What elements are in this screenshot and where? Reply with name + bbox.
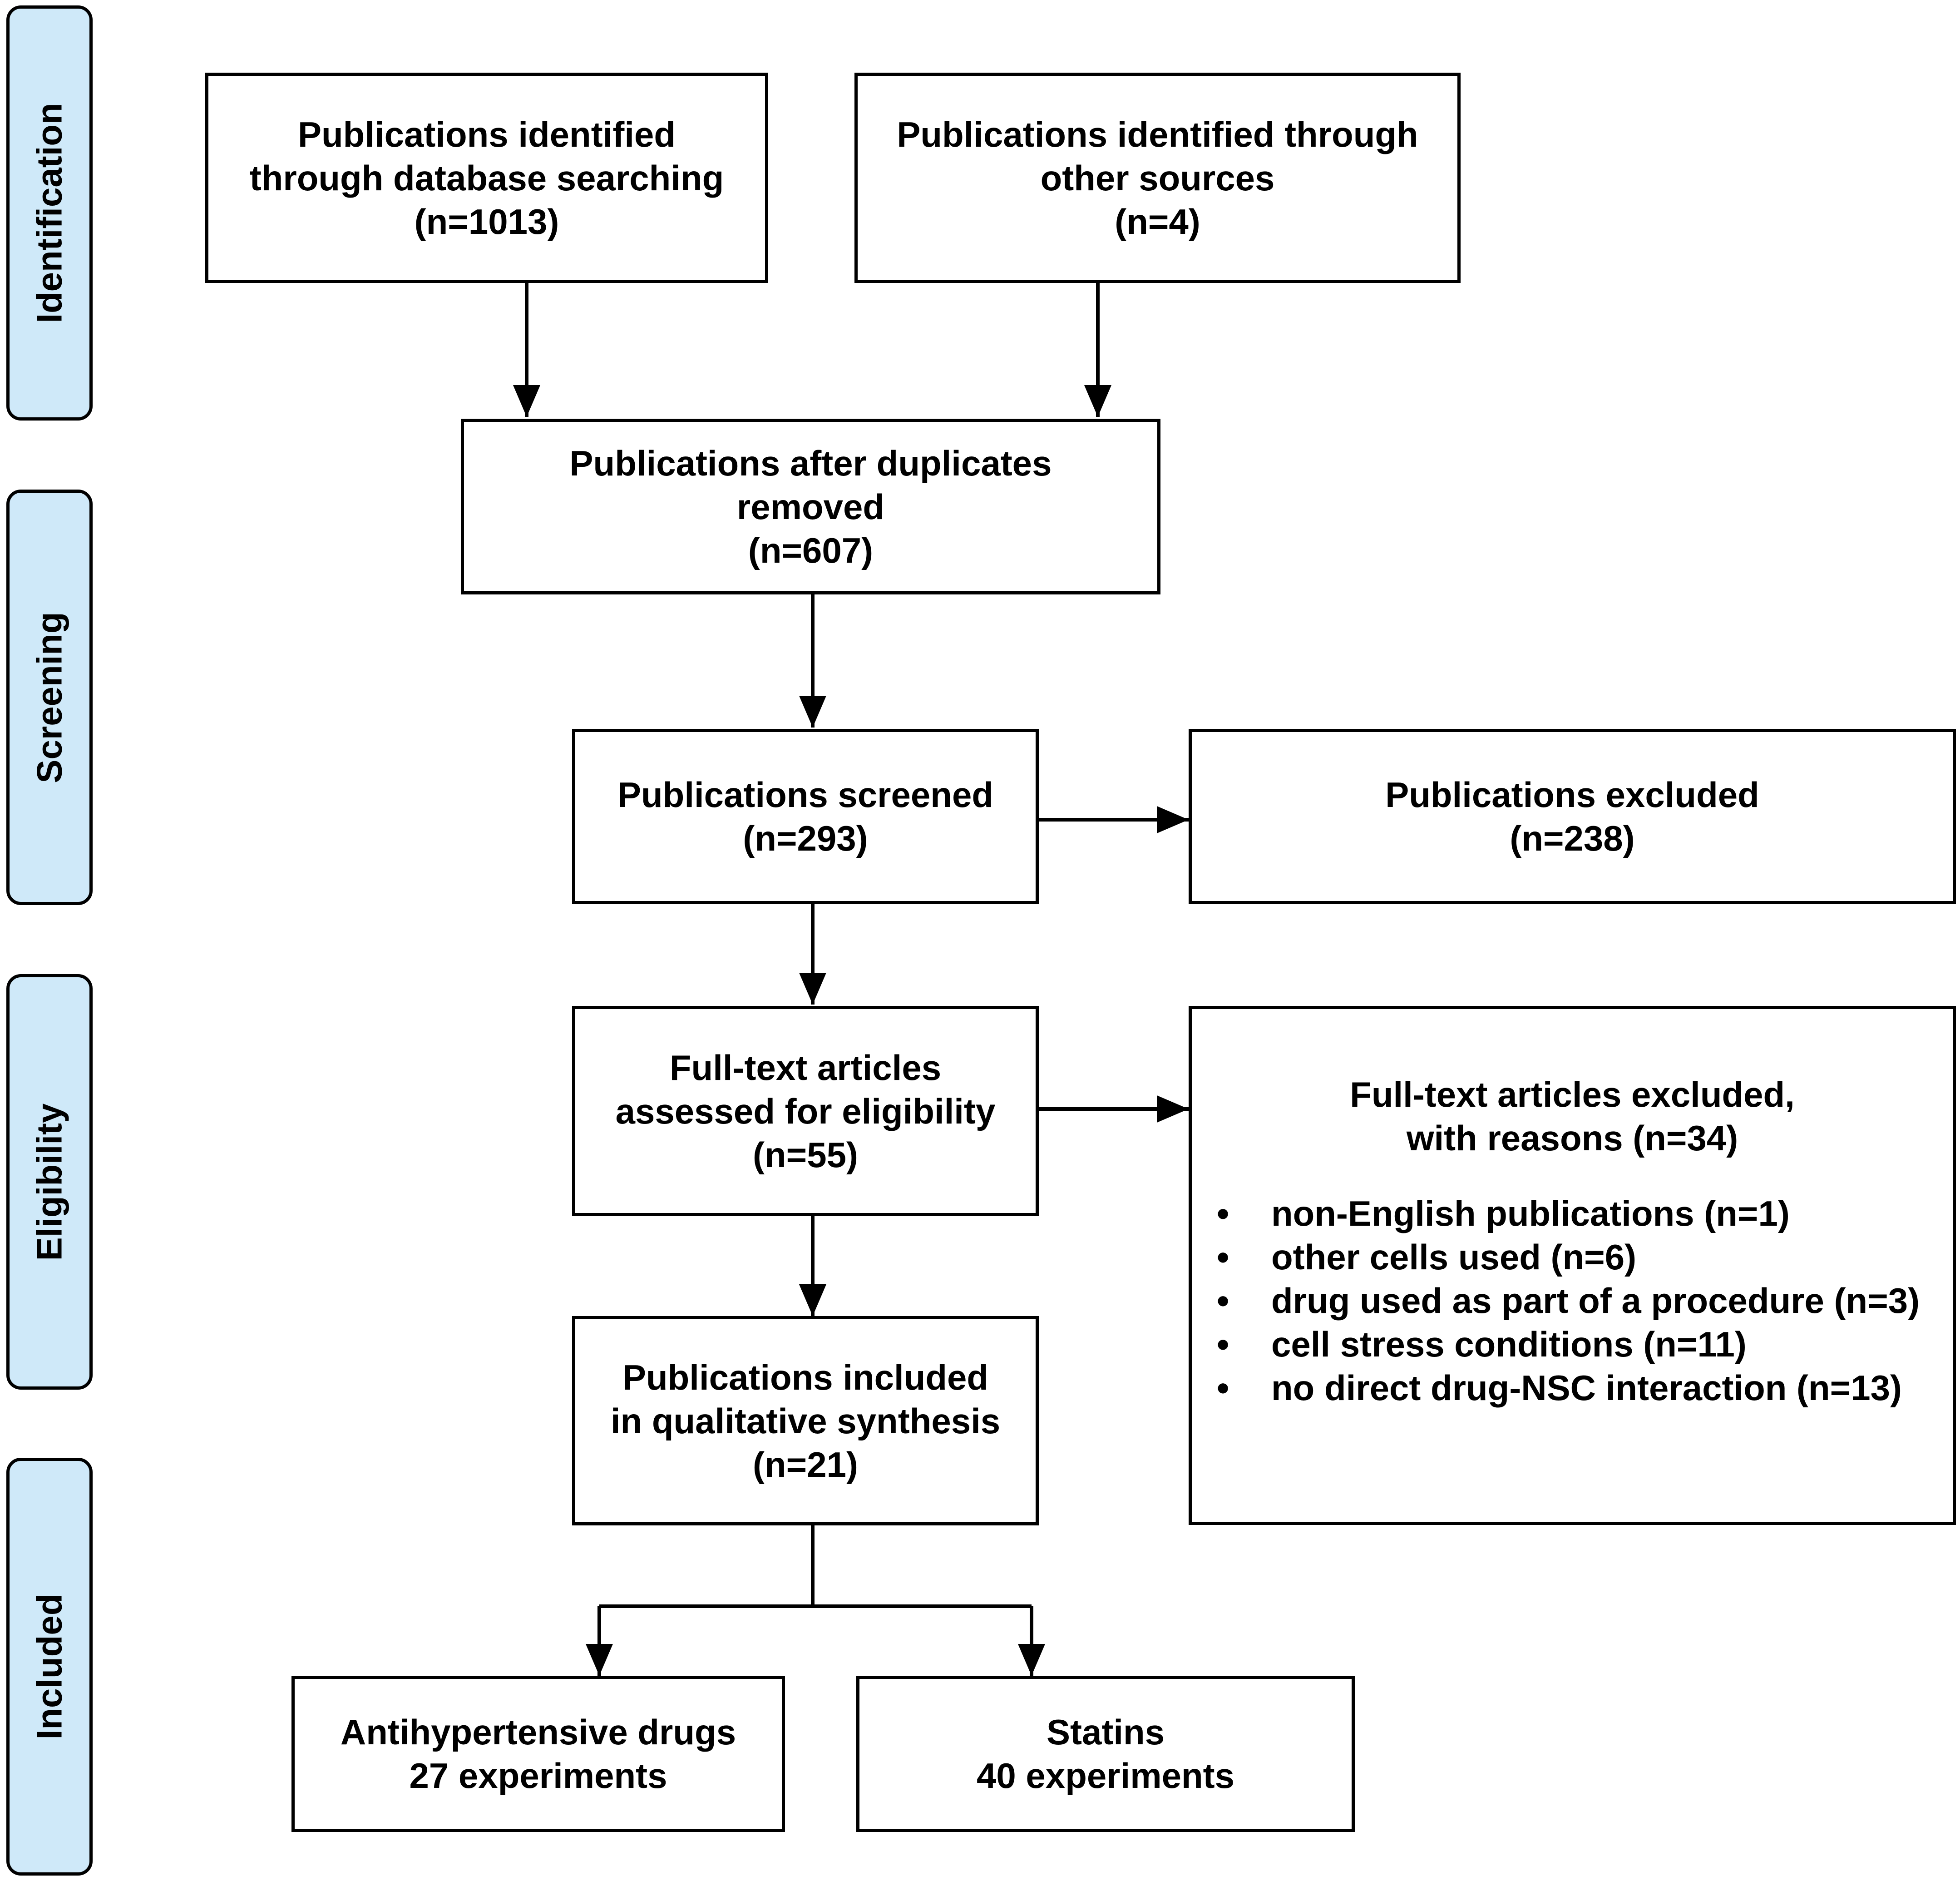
box-full-text-excluded: Full-text articles excluded, with reason… xyxy=(1189,1006,1956,1525)
phase-label-identification: Identification xyxy=(29,103,69,323)
box-statins: Statins 40 experiments xyxy=(856,1676,1355,1832)
box-full-text-assessed: Full-text articles assessed for eligibil… xyxy=(572,1006,1039,1216)
phase-label-screening: Screening xyxy=(29,611,69,783)
box-after-duplicates: Publications after duplicates removed (n… xyxy=(461,419,1160,594)
box-excluded-count: (n=238) xyxy=(1510,818,1635,858)
box-included-synthesis: Publications included in qualitative syn… xyxy=(572,1316,1039,1525)
box-database-search-count: (n=1013) xyxy=(414,201,559,242)
box-statins-line2: 40 experiments xyxy=(977,1756,1234,1796)
phase-included: Included xyxy=(6,1458,93,1876)
phase-identification: Identification xyxy=(6,5,93,421)
connector-included-split xyxy=(599,1525,1032,1608)
box-antihypertensive-line2: 27 experiments xyxy=(409,1756,667,1796)
box-excluded-line1: Publications excluded xyxy=(1385,775,1759,815)
box-included-synthesis-count: (n=21) xyxy=(753,1444,858,1485)
box-full-text-assessed-line2: assessed for eligibility xyxy=(615,1091,996,1131)
bullet-icon: • xyxy=(1217,1281,1229,1321)
box-other-sources-count: (n=4) xyxy=(1115,201,1200,242)
bullet-icon: • xyxy=(1217,1324,1229,1364)
box-after-duplicates-count: (n=607) xyxy=(748,530,874,570)
phase-label-eligibility: Eligibility xyxy=(29,1103,69,1261)
exclusion-reason: • cell stress conditions (n=11) xyxy=(1192,1322,1953,1366)
box-full-text-excluded-line2: with reasons (n=34) xyxy=(1406,1118,1738,1158)
box-after-duplicates-line1: Publications after duplicates xyxy=(569,443,1052,483)
exclusion-reason-text: other cells used (n=6) xyxy=(1271,1237,1637,1277)
bullet-icon: • xyxy=(1217,1193,1229,1233)
box-screened-line1: Publications screened xyxy=(617,775,993,815)
box-full-text-assessed-line1: Full-text articles xyxy=(669,1047,942,1088)
exclusion-reasons-list: • non-English publications (n=1) • other c… xyxy=(1192,1192,1953,1410)
bullet-icon: • xyxy=(1217,1237,1229,1277)
exclusion-reason: • non-English publications (n=1) xyxy=(1192,1192,1953,1235)
phase-label-included: Included xyxy=(29,1594,69,1740)
exclusion-reason-text: non-English publications (n=1) xyxy=(1271,1193,1790,1233)
box-antihypertensive-line1: Antihypertensive drugs xyxy=(340,1712,736,1752)
exclusion-reason: • no direct drug-NSC interaction (n=13) xyxy=(1192,1366,1953,1410)
box-included-synthesis-line2: in qualitative synthesis xyxy=(610,1401,1001,1441)
exclusion-reason-text: cell stress conditions (n=11) xyxy=(1271,1324,1747,1364)
box-full-text-assessed-count: (n=55) xyxy=(753,1134,858,1175)
exclusion-reason-text: drug used as part of a procedure (n=3) xyxy=(1271,1281,1920,1321)
box-other-sources-line1: Publications identified through xyxy=(897,114,1418,154)
box-antihypertensive-drugs: Antihypertensive drugs 27 experiments xyxy=(291,1676,785,1832)
box-database-search-line2: through database searching xyxy=(249,158,724,198)
box-full-text-excluded-line1: Full-text articles excluded, xyxy=(1350,1074,1795,1114)
box-screened: Publications screened (n=293) xyxy=(572,729,1039,904)
box-other-sources-line2: other sources xyxy=(1040,158,1275,198)
box-other-sources: Publications identified through other so… xyxy=(854,73,1461,283)
box-database-search-line1: Publications identified xyxy=(297,114,676,154)
box-statins-line1: Statins xyxy=(1046,1712,1165,1752)
exclusion-reason-text: no direct drug-NSC interaction (n=13) xyxy=(1271,1368,1902,1408)
exclusion-reason: • other cells used (n=6) xyxy=(1192,1235,1953,1279)
phase-screening: Screening xyxy=(6,490,93,905)
box-database-search: Publications identified through database… xyxy=(205,73,768,283)
box-included-synthesis-line1: Publications included xyxy=(622,1357,989,1397)
box-screened-count: (n=293) xyxy=(743,818,868,858)
box-after-duplicates-line2: removed xyxy=(736,486,885,527)
phase-eligibility: Eligibility xyxy=(6,974,93,1390)
bullet-icon: • xyxy=(1217,1368,1229,1408)
exclusion-reason: • drug used as part of a procedure (n=3) xyxy=(1192,1279,1953,1322)
box-excluded: Publications excluded (n=238) xyxy=(1189,729,1956,904)
